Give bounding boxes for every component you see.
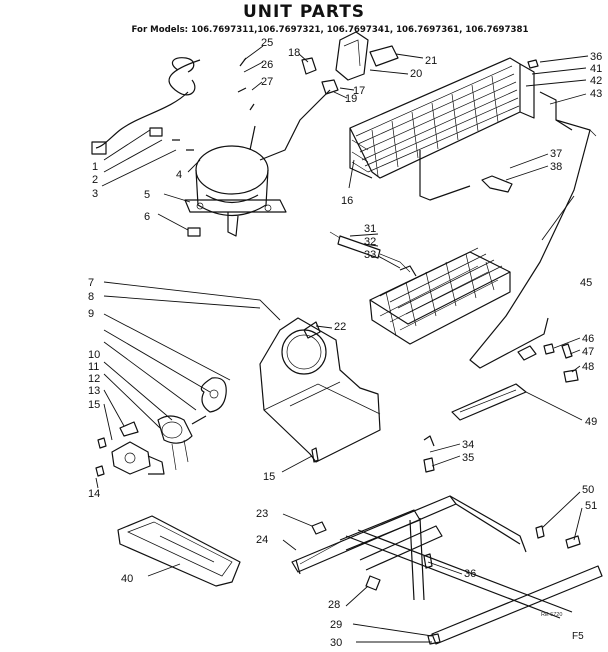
callout-6: 6	[144, 211, 150, 223]
callout-38: 38	[550, 161, 562, 173]
callout-34: 34	[462, 439, 474, 451]
relay-overload-assembly	[301, 31, 399, 95]
callout-1: 1	[92, 161, 98, 173]
callout-49: 49	[585, 416, 597, 428]
callout-30: 30	[330, 637, 342, 649]
diagram-title: UNIT PARTS	[243, 2, 365, 22]
callout-27: 27	[261, 76, 273, 88]
callout-16: 16	[341, 195, 353, 207]
model-numbers: For Models: 106.7697311,106.7697321, 106…	[132, 25, 529, 35]
callout-37: 37	[550, 148, 562, 160]
callout-10: 10	[88, 349, 100, 361]
callout-47: 47	[582, 346, 594, 358]
fan-motor	[111, 377, 227, 475]
callout-5: 5	[144, 189, 150, 201]
callout-29: 29	[330, 619, 342, 631]
callout-17: 17	[353, 85, 365, 97]
callout-20: 20	[410, 68, 422, 80]
condenser-coil	[349, 57, 573, 201]
callout-21: 21	[425, 55, 437, 67]
leader-lines	[95, 45, 589, 643]
callout-25: 25	[261, 37, 273, 49]
callout-18: 18	[288, 47, 300, 59]
callout-45: 45	[580, 277, 592, 289]
callout-8: 8	[88, 291, 94, 303]
callout-13: 13	[88, 385, 100, 397]
callout-19: 19	[345, 93, 357, 105]
callout-2: 2	[92, 174, 98, 186]
callout-7: 7	[88, 277, 94, 289]
power-cord	[91, 57, 255, 155]
callout-40: 40	[121, 573, 133, 585]
callout-51: 51	[585, 500, 597, 512]
base-frame	[291, 495, 603, 645]
callout-12: 12	[88, 373, 100, 385]
callout-48: 48	[582, 361, 594, 373]
drawing-code: RE 6720	[541, 612, 562, 618]
callout-22: 22	[334, 321, 346, 333]
callout-24: 24	[256, 534, 268, 546]
callout-32: 32	[364, 236, 376, 248]
callout-42: 42	[590, 75, 602, 87]
callout-3: 3	[92, 188, 98, 200]
drain-pan	[117, 515, 241, 587]
small-hardware	[95, 59, 581, 645]
callout-41: 41	[590, 63, 602, 75]
callout-50: 50	[582, 484, 594, 496]
callout-36-bottom: 36	[464, 568, 476, 580]
evaporator-coil	[369, 247, 511, 345]
callout-labels: 25 26 27 18 21 20 17 19 1 2 3 4 5 6 36 4…	[88, 37, 602, 649]
fan-shroud-bracket	[259, 317, 381, 463]
callout-35: 35	[462, 452, 474, 464]
callout-31: 31	[364, 223, 376, 235]
callout-14: 14	[88, 488, 100, 500]
callout-23: 23	[256, 508, 268, 520]
callout-36-top: 36	[590, 51, 602, 63]
callout-15-left: 15	[88, 399, 100, 411]
suction-line	[469, 119, 597, 369]
callout-9: 9	[88, 308, 94, 320]
callout-43: 43	[590, 88, 602, 100]
callout-26: 26	[261, 59, 273, 71]
drier-filter	[329, 231, 411, 273]
callout-46: 46	[582, 333, 594, 345]
callout-4: 4	[176, 169, 182, 181]
page-code: F5	[572, 631, 584, 642]
callout-33: 33	[364, 249, 376, 261]
callout-15-center: 15	[263, 471, 275, 483]
callout-11: 11	[88, 361, 99, 373]
callout-28: 28	[328, 599, 340, 611]
drain-trough	[451, 345, 537, 421]
compressor	[184, 89, 331, 237]
